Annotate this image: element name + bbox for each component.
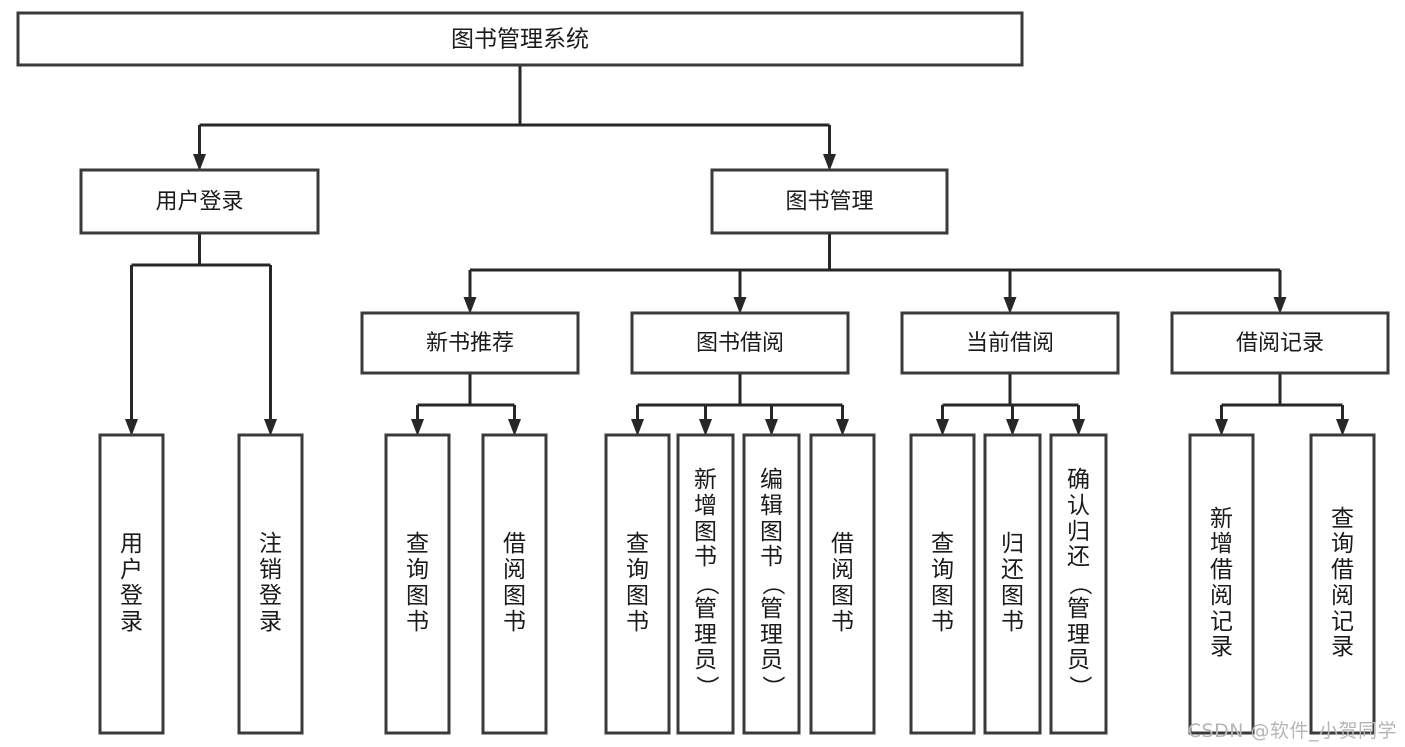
arrow-head <box>1273 297 1287 314</box>
node-label: 当前借阅 <box>966 331 1054 356</box>
node-book-borrow[interactable]: 图书借阅 <box>630 311 850 375</box>
node-label: 新书推荐 <box>426 331 514 356</box>
arrow-head <box>765 419 778 436</box>
node-box <box>1049 433 1108 735</box>
node-leaf-query-book-1[interactable] <box>384 433 451 735</box>
node-leaf-edit-book[interactable] <box>742 433 801 735</box>
node-box <box>900 311 1120 375</box>
node-leaf-borrow-book-1[interactable] <box>481 433 548 735</box>
node-leaf-confirm-return[interactable] <box>1049 433 1108 735</box>
node-box <box>360 311 580 375</box>
node-box <box>676 433 735 735</box>
node-root[interactable]: 图书管理系统 <box>16 11 1024 67</box>
node-box <box>1170 311 1390 375</box>
node-leaf-add-book[interactable] <box>676 433 735 735</box>
node-current-borrow[interactable]: 当前借阅 <box>900 311 1120 375</box>
node-box <box>79 168 320 235</box>
node-user-login[interactable]: 用户登录 <box>79 168 320 235</box>
node-leaf-user-login[interactable] <box>98 433 165 735</box>
arrow-head <box>699 419 712 436</box>
node-box <box>742 433 801 735</box>
node-new-book-recommend[interactable]: 新书推荐 <box>360 311 580 375</box>
arrow-head <box>936 419 949 436</box>
node-box <box>16 11 1024 67</box>
node-label: 图书管理系统 <box>451 27 589 53</box>
node-box <box>909 433 976 735</box>
node-label: 用户登录 <box>155 190 243 215</box>
node-label: 图书借阅 <box>696 331 784 356</box>
node-leaf-borrow-book-2[interactable] <box>809 433 876 735</box>
node-leaf-query-book-3[interactable] <box>909 433 976 735</box>
node-box <box>630 311 850 375</box>
node-box <box>983 433 1042 735</box>
node-box <box>98 433 165 735</box>
node-leaf-query-record[interactable] <box>1309 433 1376 735</box>
node-leaf-query-book-2[interactable] <box>604 433 671 735</box>
node-label: 借阅记录 <box>1236 331 1324 356</box>
arrow-head <box>1215 419 1228 436</box>
node-leaf-add-record[interactable] <box>1188 433 1255 735</box>
node-box <box>384 433 451 735</box>
node-box <box>1309 433 1376 735</box>
node-box <box>809 433 876 735</box>
arrow-head <box>125 419 138 436</box>
node-box <box>1188 433 1255 735</box>
node-leaf-return-book[interactable] <box>983 433 1042 735</box>
arrow-head <box>1072 419 1085 436</box>
arrow-head <box>1006 419 1019 436</box>
arrow-head <box>463 297 477 314</box>
node-box <box>481 433 548 735</box>
node-box <box>237 433 304 735</box>
node-box <box>604 433 671 735</box>
arrow-head <box>823 154 836 171</box>
arrow-head <box>264 419 277 436</box>
arrow-head <box>631 419 644 436</box>
arrow-head <box>836 419 849 436</box>
arrow-head <box>733 297 747 314</box>
node-book-manage[interactable]: 图书管理 <box>710 168 949 235</box>
arrow-head <box>411 419 424 436</box>
node-leaf-logout[interactable] <box>237 433 304 735</box>
node-label: 图书管理 <box>785 190 873 215</box>
arrow-head <box>193 154 206 171</box>
node-box <box>710 168 949 235</box>
arrow-head <box>508 419 521 436</box>
arrow-head <box>1003 297 1017 314</box>
edges-layer <box>125 65 1349 436</box>
arrow-head <box>1336 419 1349 436</box>
node-borrow-record[interactable]: 借阅记录 <box>1170 311 1390 375</box>
